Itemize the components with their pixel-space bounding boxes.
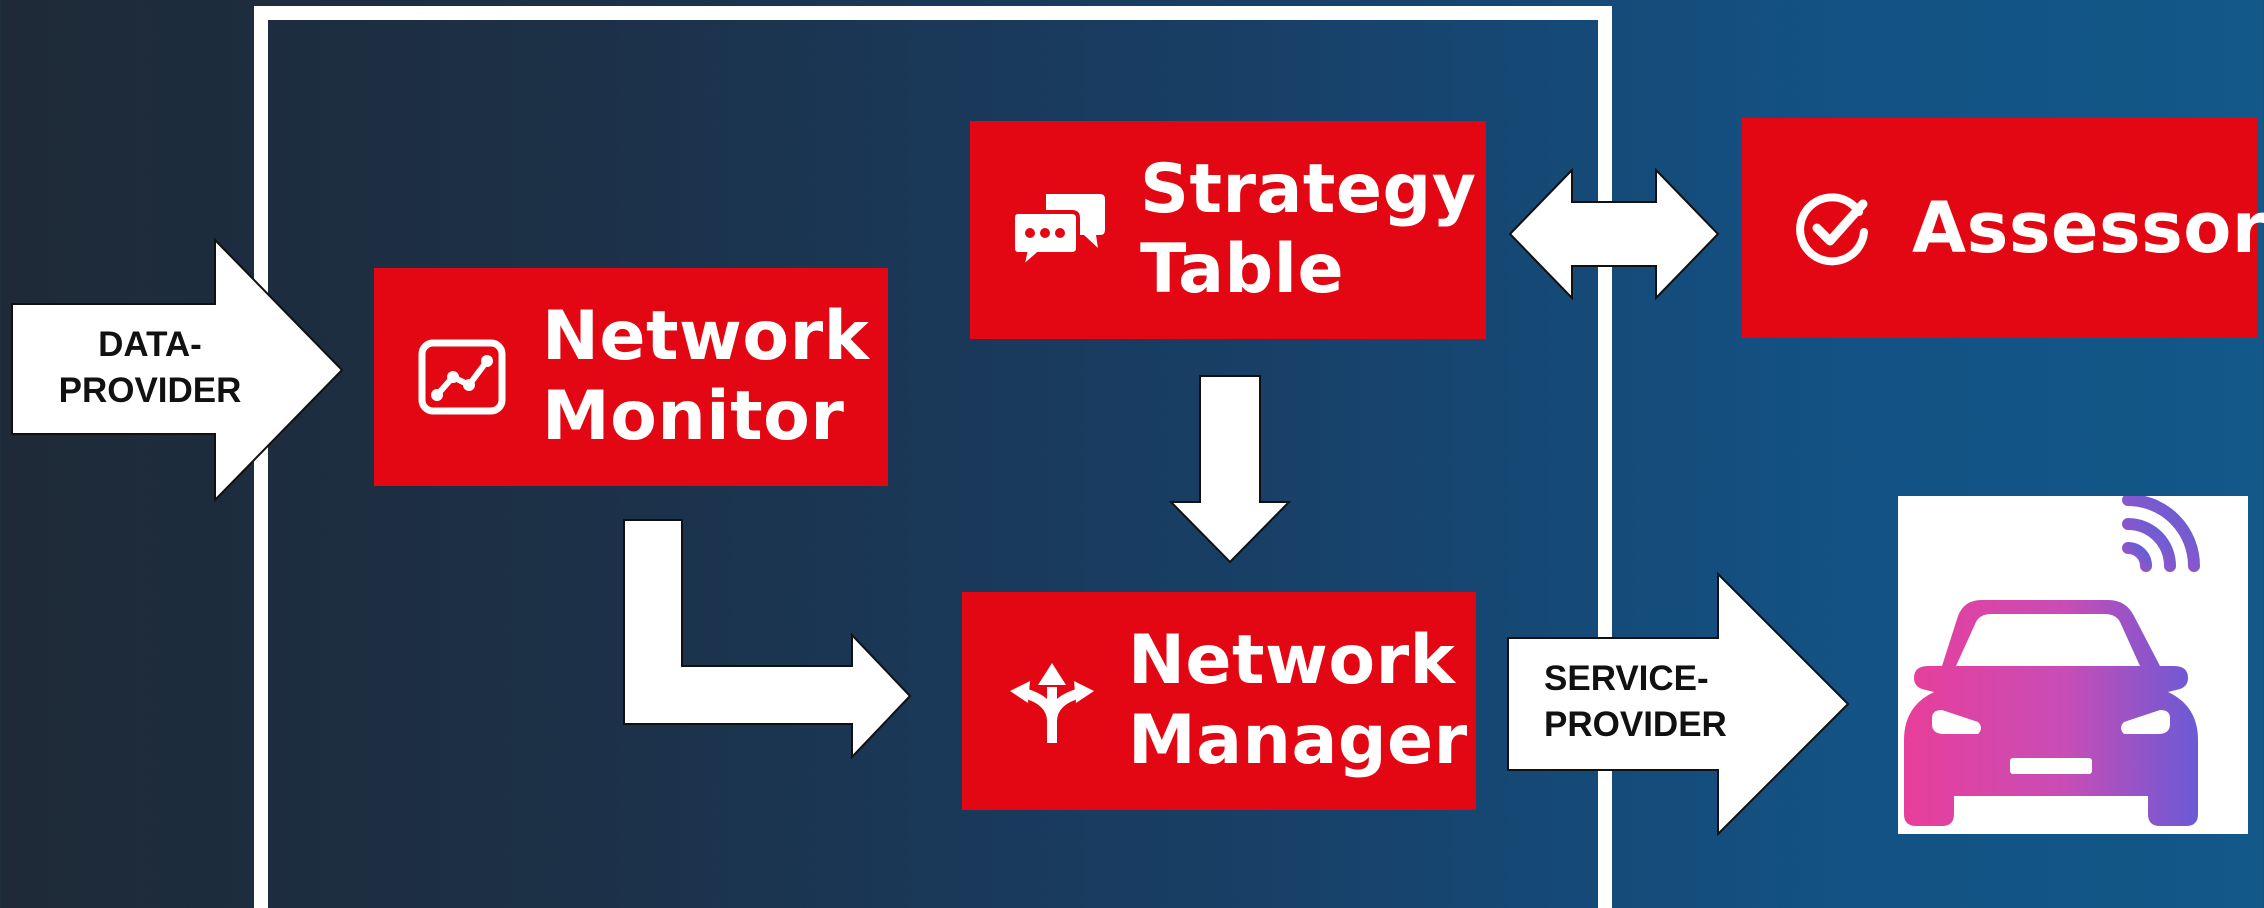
service-provider-label: SERVICE- PROVIDER	[1544, 659, 1727, 744]
network-manager-label: Network Manager	[1128, 621, 1468, 780]
network-monitor-box: Network Monitor	[374, 268, 888, 486]
network-manager-box: Network Manager	[962, 592, 1476, 810]
assessor-label: Assessor	[1912, 187, 2264, 269]
chart-line-icon	[414, 339, 510, 415]
data-provider-label: DATA- PROVIDER	[58, 325, 242, 410]
strategy-table-label: Strategy Table	[1140, 150, 1477, 309]
check-circle-icon	[1788, 188, 1878, 268]
assessor-box: Assessor	[1742, 118, 2264, 338]
strategy-table-box: Strategy Table	[970, 121, 1486, 339]
network-monitor-label: Network Monitor	[542, 297, 870, 456]
split-arrows-icon	[1006, 657, 1098, 745]
connected-car-icon	[1904, 494, 2200, 826]
car-tile	[1898, 494, 2248, 834]
chat-bubbles-icon	[1010, 190, 1110, 270]
